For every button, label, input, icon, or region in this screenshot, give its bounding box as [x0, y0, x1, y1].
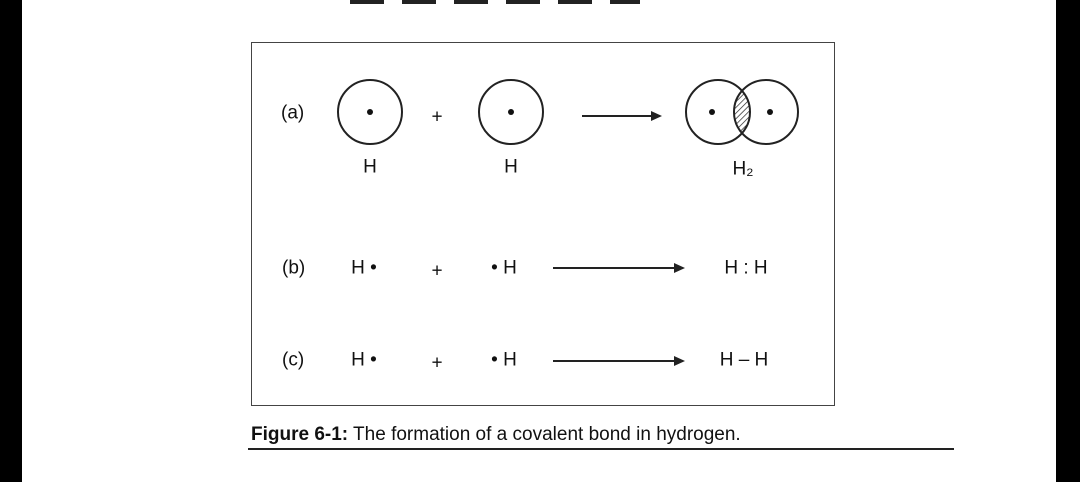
figure-number: Figure 6-1: [251, 424, 349, 445]
row-label-c: (c) [282, 349, 305, 371]
electron-dot [367, 109, 373, 115]
hydrogen-atom-left [337, 79, 403, 145]
hydrogen-molecule [685, 79, 799, 145]
caption-underline [248, 448, 954, 450]
atom-label-right-a: H [504, 156, 518, 178]
plus-sign-b: + [431, 260, 443, 282]
hydrogen-right-b: • H [491, 257, 517, 279]
molecule-c: H – H [719, 349, 769, 371]
right-border [1056, 0, 1080, 482]
figure-caption: Figure 6-1: The formation of a covalent … [251, 425, 741, 444]
left-border [0, 0, 22, 482]
row-label-a: (a) [281, 102, 305, 124]
atom-label-left-a: H [363, 156, 377, 178]
row-label-b: (b) [282, 257, 306, 279]
molecule-b: H : H [724, 257, 768, 279]
reaction-arrow-c [553, 356, 685, 366]
electron-dot [709, 109, 715, 115]
cropped-heading-fragment [350, 0, 640, 4]
hydrogen-atom-right [478, 79, 544, 145]
hydrogen-left-c: H • [351, 349, 377, 371]
electron-shell [733, 79, 799, 145]
electron-shell [685, 79, 751, 145]
electron-dot [508, 109, 514, 115]
reaction-arrow-a [582, 111, 662, 121]
hydrogen-left-b: H • [351, 257, 377, 279]
reaction-arrow-b [553, 263, 685, 273]
plus-sign-c: + [431, 352, 443, 374]
molecule-label-a: H₂ [732, 158, 754, 180]
hydrogen-right-c: • H [491, 349, 517, 371]
figure-frame [251, 42, 835, 406]
plus-sign-a: + [431, 106, 443, 128]
electron-shell [478, 79, 544, 145]
caption-text: The formation of a covalent bond in hydr… [348, 424, 741, 445]
electron-shell [337, 79, 403, 145]
electron-dot [767, 109, 773, 115]
